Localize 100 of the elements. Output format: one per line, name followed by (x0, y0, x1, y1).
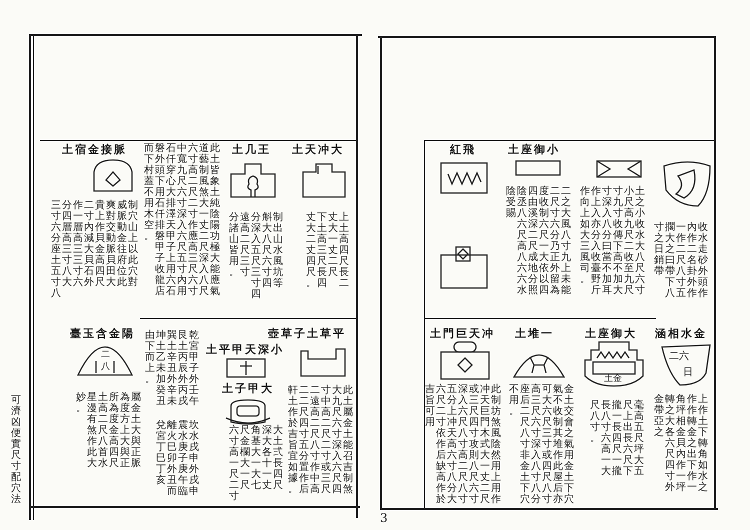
text-column: 斛大八尺六寸四 (262, 212, 272, 289)
text-column: 妙。 (76, 392, 86, 414)
text-column: 由下而上。 (145, 330, 155, 385)
text-column: 六尺二寸依作后缺高作於 (436, 384, 446, 505)
text-column: 可濟凶便實尺寸配穴法 (11, 395, 21, 505)
figure-glyph: 八 (101, 363, 110, 373)
text-column: 乾宮甲子外壬午 (189, 330, 199, 407)
text-column: 上土高四尺長二 (339, 212, 349, 289)
text-column: 磐外頭下用石仟排磐甲子收龍店 (155, 143, 165, 297)
text-column: 此制坊煞風陰然用上用作 (491, 384, 501, 505)
text-column: 六寸高一尺二寸 (229, 425, 239, 502)
text-column: 毫高五尺坪大五 (634, 400, 644, 477)
text-column: 寸中高二尺二寸或三尺 (321, 385, 331, 495)
text-column: 上作土下轉角如水之 (698, 394, 708, 493)
text-column: 寸深入八分曰當不加耳 (602, 186, 612, 296)
figure-title: 壺草子土草平 (268, 327, 346, 340)
text-column: 分深入五尺三寸四 (251, 212, 261, 300)
text-column: 土之小收水大八尺六寸 (635, 186, 645, 296)
text-column: 此土屬金土能召吉制煞 (343, 385, 353, 495)
text-column: 中寬九尺六寸深入六尺五寸內用 (177, 143, 187, 297)
text-column: 而下村蓋不用木空。 (144, 143, 154, 242)
figure-title: 土平甲天深小 (206, 343, 284, 356)
figure-title: 紅飛 (450, 143, 476, 156)
text-column: 大九尺六寸深入六尺四 (332, 385, 342, 495)
text-column: 兌宮丁巳丁亥 (156, 420, 166, 486)
text-column: 氣不收制其堆作此屋后亦 (553, 384, 563, 505)
text-column: 可大六尺三寸或四尺八寸 (542, 384, 552, 505)
figure-glyph: 二六 (669, 351, 689, 362)
figure-glyph: 3 (380, 512, 388, 526)
figure-title: 土子甲大 (222, 382, 274, 395)
text-column: 金土交會之氣用金土下穴 (564, 384, 574, 505)
text-column: 尺八寸。 (590, 400, 600, 444)
text-column: 尺上出長六尺下 (623, 400, 633, 477)
text-column: 高三尺六寸深入八寸八分 (531, 384, 541, 505)
text-column: 為度方上大與正 (120, 392, 130, 469)
figure-title: 土座御大 (585, 327, 637, 340)
text-column: 一作二尺八寸五 (676, 222, 686, 299)
text-column: 丈大一丈二尺 (328, 212, 338, 278)
text-column: 威脈動金往府位此 (117, 200, 127, 288)
text-column: 二二尺四寸五分置作后 (299, 385, 309, 495)
text-column: 陰受賜 (506, 186, 516, 219)
text-column: 艮土丙辰外丙戌 (178, 330, 188, 407)
figure-title: 土堆一 (515, 327, 554, 340)
text-column: 貴上作貝金高四尺 (95, 200, 105, 288)
text-column: 尺金欄大一尺 (240, 425, 250, 491)
text-column: 震水庚子庚午臨 (178, 420, 188, 497)
figure-glyph: 土金 (604, 375, 622, 385)
text-column: 深入六尺八寸高二尺八寸 (458, 384, 468, 505)
figure-glyph: 二 (101, 351, 110, 361)
text-column: 星漫有煞作此大 (87, 392, 97, 469)
text-column: 小尺高九尺二收至九尺 (624, 186, 634, 296)
text-column: 寸之日銷帶 (654, 222, 664, 277)
text-column: 此土皆象土純陰陽功極大能應氣 (210, 143, 220, 297)
text-column: 下土高三尺長四 (317, 212, 327, 289)
text-column: 四由溪深二尺成地分照 (528, 186, 538, 296)
text-column: 寸九寸收傳下高不加大 (613, 186, 623, 296)
text-column: 擱大之曰帶下八 (665, 222, 675, 299)
text-column: 石仟穿心大排澤天甲子上用六石 (166, 143, 176, 297)
text-column: 度收制六尺一大依以四 (539, 186, 549, 296)
text-column: 坤土乙未加癸丑 (156, 330, 166, 407)
text-column: 作上入亦分入收臺野斤 (591, 186, 601, 296)
text-column: 坎水戌申外戌申 (189, 420, 199, 497)
text-column: 道藝制風煞大一丈二尺深入八尺 (199, 143, 209, 297)
text-column: 巽土辛丑外辛未 (167, 330, 177, 407)
text-column: 收水走砂外頭作 (698, 222, 708, 299)
text-column: 土高二尺八首水 (98, 392, 108, 469)
text-column: 分四層高三寸八大 (62, 200, 72, 288)
text-column: 金帶亞之 (654, 394, 664, 438)
text-column: 作一層高三三寸六 (73, 200, 83, 288)
figure-title: 土天冲大 (292, 143, 344, 156)
text-column: 遠高二尺三寸 (240, 212, 250, 278)
text-column: 深大各十一丈 (262, 425, 272, 491)
text-column: 五分上冲天高六寸八分大 (447, 384, 457, 505)
text-column: 座后二尺八寸非金土下穴 (520, 384, 530, 505)
figure-title: 土几王 (232, 143, 271, 156)
text-column: 分諸山皆用。 (229, 212, 239, 278)
text-column: 屬金土大與正脈 (131, 392, 141, 469)
text-column: 或三尺四寸攻則八尺六寸 (469, 384, 479, 505)
text-column: 吉旨可用 (425, 384, 435, 428)
text-column: 陰丞八六尺高八六六水 (517, 186, 527, 296)
text-column: 角基大一大七 (251, 425, 261, 491)
text-column: 作向上如大三風司。 (580, 186, 590, 285)
text-column: 內作二名卦外作 (687, 222, 697, 299)
text-column: 二之大風八寸九上未能 (561, 186, 571, 296)
text-column: 六寸高二尺二寸作應高三尺六寸 (188, 143, 198, 297)
figure-title: 臺玉含金陽 (70, 327, 135, 340)
text-column: 二尺寸六分乃正外留為 (550, 186, 560, 296)
text-column: 轉之大各六尺四寸外 (665, 394, 675, 493)
figure-title: 土宿金接脈 (62, 143, 127, 156)
text-column: 作作轉金之出下作一 (687, 394, 697, 493)
text-column: 長八寸六高一大 (601, 400, 611, 477)
figure-title: 涵相水金 (655, 327, 707, 340)
text-column: 二寸內減大貝石外 (84, 200, 94, 288)
text-column: 制出山水風坑等 (273, 212, 283, 289)
text-column: 爽對交動脈貝田大 (106, 200, 116, 288)
text-column: 制穴山上以此穴對 (128, 200, 138, 288)
text-column: 三寸六分座土五寸八 (51, 200, 61, 299)
text-column: 角坪相金貝內作一坪 (676, 394, 686, 493)
text-column: 所為度金高四尺 (109, 392, 119, 469)
text-column: 不用。 (509, 384, 519, 417)
